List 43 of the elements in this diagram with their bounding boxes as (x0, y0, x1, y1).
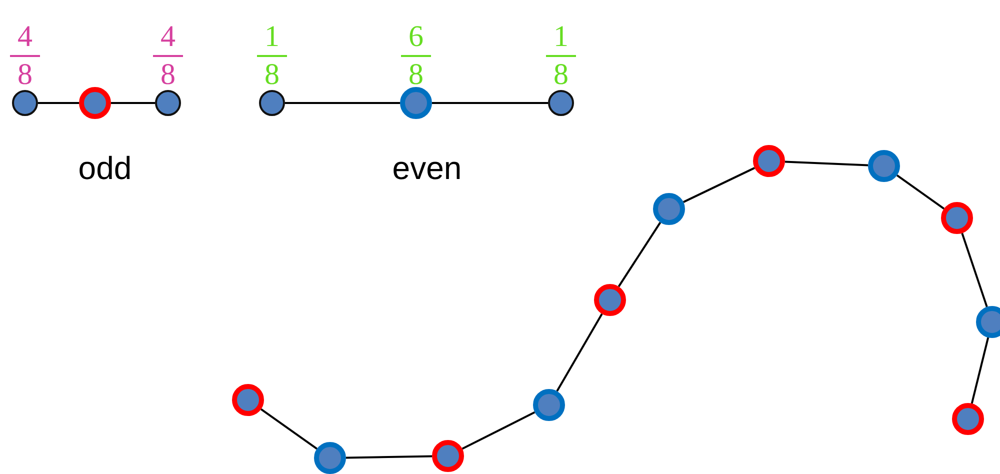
connector-line (556, 313, 603, 392)
connector-line (38, 102, 79, 104)
connector-line (432, 102, 548, 104)
connector-line (784, 160, 868, 166)
circle-node (976, 306, 1000, 338)
fraction-numerator: 4 (160, 22, 176, 52)
fraction-denominator: 8 (160, 60, 176, 90)
fraction-numerator: 4 (16, 22, 34, 52)
circle-node (259, 90, 285, 116)
circle-node (952, 403, 984, 435)
connector-line (618, 222, 662, 288)
fraction-numerator: 1 (552, 22, 570, 52)
connector-line (683, 167, 755, 203)
fraction-numerator: 1 (264, 22, 280, 52)
circle-node (868, 150, 900, 182)
connector-line (260, 408, 318, 450)
fraction-denominator: 8 (264, 60, 280, 90)
circle-node (314, 442, 346, 474)
connector-line (896, 174, 945, 210)
circle-node (653, 193, 685, 225)
circle-node (533, 389, 565, 421)
circle-node (753, 145, 785, 177)
circle-node (548, 90, 574, 116)
caption-text: odd (78, 150, 132, 187)
fraction-denominator: 8 (408, 60, 424, 90)
circle-node (432, 440, 464, 472)
connector-line (462, 411, 536, 450)
fraction-numerator: 6 (408, 22, 424, 52)
fraction-denominator: 8 (552, 60, 570, 90)
circle-node (400, 87, 432, 119)
connector-line (111, 102, 155, 104)
circle-node (79, 87, 111, 119)
connector-line (970, 337, 990, 404)
circle-node (12, 90, 38, 116)
circle-node (594, 284, 626, 316)
connector-line (961, 232, 988, 308)
caption-text: even (392, 150, 462, 187)
circle-node (155, 90, 181, 116)
fraction-denominator: 8 (16, 60, 34, 90)
connector-line (346, 455, 432, 459)
circle-node (941, 202, 973, 234)
connector-line (285, 102, 400, 104)
circle-node (232, 384, 264, 416)
